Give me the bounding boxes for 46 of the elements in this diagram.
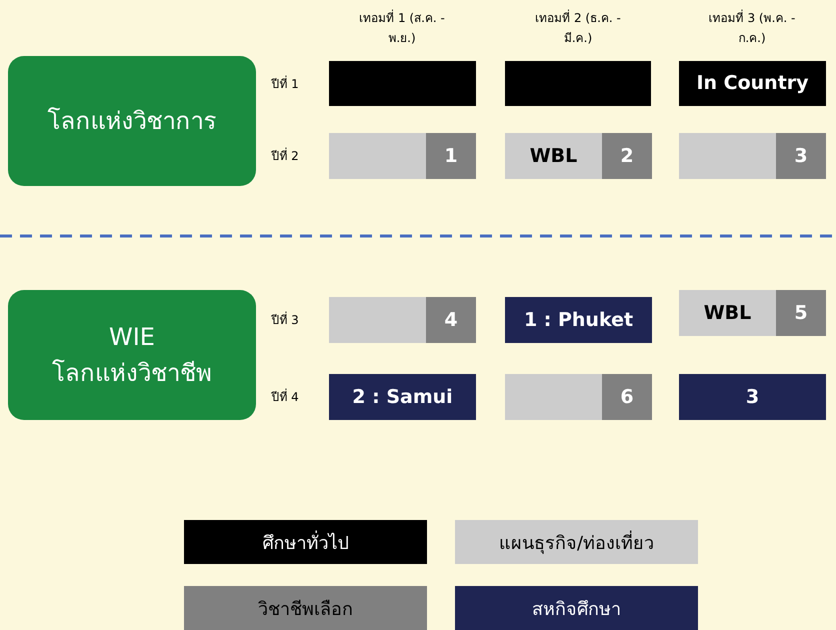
course-number: 3 <box>794 144 808 169</box>
course-number-box <box>602 374 652 420</box>
bar-label: 2 : Samui <box>352 384 453 410</box>
bar-label: WBL <box>528 144 578 169</box>
bar-label: 3 <box>746 384 760 410</box>
schedule-bar <box>505 133 652 179</box>
row-label: ปีที่ 1 <box>270 74 300 93</box>
bar-label: In Country <box>696 71 809 96</box>
bar-label: 1 : Phuket <box>524 308 634 333</box>
internship-bar <box>679 374 826 420</box>
course-number: 1 <box>444 144 458 169</box>
course-number-box <box>776 133 826 179</box>
category-box <box>8 290 256 420</box>
column-header: เทอมที่ 2 (ธ.ค. - มี.ค.) <box>534 8 622 47</box>
schedule-bar <box>505 61 651 106</box>
schedule-bar <box>329 133 476 179</box>
course-number-box <box>602 133 652 179</box>
schedule-bar <box>679 290 826 336</box>
bar-label: WBL <box>702 300 752 326</box>
internship-bar <box>505 297 652 343</box>
legend-item: ศึกษาทั่วไป <box>184 520 427 564</box>
row-label: ปีที่ 3 <box>270 310 300 329</box>
course-number: 5 <box>794 300 808 326</box>
category-box <box>8 56 256 186</box>
schedule-bar <box>679 61 826 106</box>
internship-bar <box>329 374 476 420</box>
legend-item: วิชาชีพเลือก <box>184 586 427 630</box>
course-number-box <box>426 133 476 179</box>
category-title: WIE <box>109 322 155 353</box>
category-title: โลกแห่งวิชาการ <box>48 106 216 137</box>
course-number: 2 <box>620 144 634 169</box>
schedule-bar <box>505 374 652 420</box>
row-label: ปีที่ 4 <box>270 388 300 406</box>
category-title: โลกแห่งวิชาชีพ <box>52 358 212 389</box>
course-number: 6 <box>620 384 634 410</box>
column-header: เทอมที่ 3 (พ.ค. - ก.ค.) <box>708 8 796 47</box>
legend-item: สหกิจศึกษา <box>455 586 698 630</box>
course-number-box <box>426 297 476 343</box>
schedule-bar <box>679 133 826 179</box>
row-label: ปีที่ 2 <box>270 146 300 165</box>
legend-item: แผนธุรกิจ/ท่องเที่ยว <box>455 520 698 564</box>
column-header: เทอมที่ 1 (ส.ค. - พ.ย.) <box>358 8 446 47</box>
schedule-bar <box>329 297 476 343</box>
course-number: 4 <box>444 308 458 333</box>
course-number-box <box>776 290 826 336</box>
schedule-bar <box>329 61 476 106</box>
